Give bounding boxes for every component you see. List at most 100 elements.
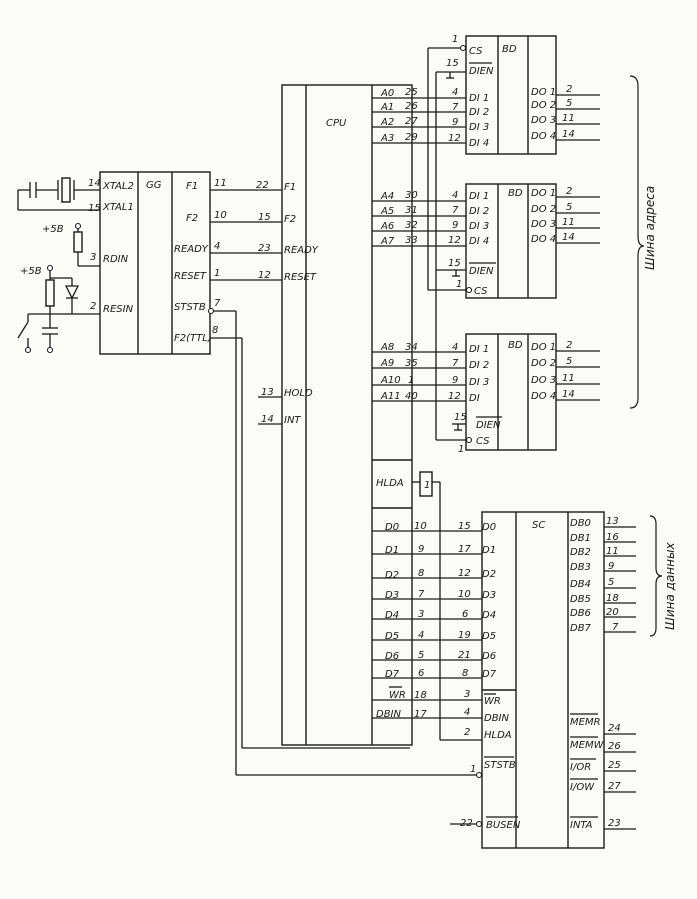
cpu-addr-num-32: 32 [405,220,418,231]
sc-right-num-24: 24 [608,723,621,734]
gg-num-3: 3 [90,252,96,263]
cpu-addr-a3: A3 [380,133,394,144]
chip-sc: SC D0 D1 D2 D3 D4 D5 D6 D7 WR DBIN HLDA … [450,511,636,849]
sc-right-num-13: 13 [606,516,619,527]
power-label-1: +5В [42,224,64,235]
cpu-data-d3: D3 [385,590,399,601]
bd1-in-num-9: 9 [452,117,458,128]
sc-right-num-23: 23 [608,818,621,829]
cpu-addr-num-31: 31 [405,205,418,216]
cpu-addr-num-26: 26 [405,101,418,112]
sc-left-num-15: 15 [458,521,471,532]
cpu-pin-f1: F1 [284,182,296,193]
bd3-out-num-2: 2 [566,340,572,351]
data-wires [372,530,482,719]
sc-right-inta: INTA [570,820,593,831]
gg-num-1: 1 [214,268,220,279]
bd3-in-num-7: 7 [452,358,459,369]
bd1-in-num-7: 7 [452,102,459,113]
sc-left-num-12: 12 [458,568,471,579]
bd3-out-2: DO 2 [531,358,556,369]
cpu-addr-a5: A5 [380,206,394,217]
cpu-pin-int: INT [284,415,301,426]
sc-right-num-5: 5 [608,577,614,588]
bd3-out-num-11: 11 [562,373,575,384]
sc-left-d2: D2 [482,569,496,580]
sc-right-db3: DB3 [570,562,591,573]
bd2-in-num-7: 7 [452,205,459,216]
gg-cpu-wires [210,189,482,776]
chip-bd3-body [465,333,557,451]
gg-pin-f1: F1 [186,181,198,192]
sc-left-num-2: 2 [464,727,470,738]
bd1-num-cs: 1 [452,34,458,45]
sc-right-num-9: 9 [608,561,614,572]
sc-right-num-26: 26 [608,741,621,752]
sc-left-busen: BUSEN [486,820,521,831]
sc-left-num-8: 8 [462,668,468,679]
cpu-addr-a10: A10 [380,375,401,386]
bd2-pin-dien: DIEN [469,266,494,277]
rdin-pullup: +5В [42,222,100,267]
bd1-out-num-5: 5 [566,98,572,109]
cpu-data-d7: D7 [385,669,400,680]
cpu-addr-a1: A1 [380,102,394,113]
sc-left-dbin: DBIN [484,713,510,724]
bd1-in-4: DI 4 [469,138,489,149]
reset-network: +5В [17,264,100,354]
bd2-out-num-11: 11 [562,217,575,228]
sc-left-d5: D5 [482,631,496,642]
cpu-addr-num-40: 40 [405,391,418,402]
sc-left-d1: D1 [482,545,496,556]
address-wires [372,97,466,402]
chip-sc-title: SC [532,520,545,531]
bd2-out-num-5: 5 [566,202,572,213]
bd3-out-num-14: 14 [562,389,575,400]
sc-right-memr: MEMR [570,717,601,728]
bd2-out-num-2: 2 [566,186,572,197]
sc-right-db4: DB4 [570,579,591,590]
gg-pin-reset: RESET [174,271,207,282]
bd2-out-1: DO 1 [531,188,556,199]
bd1-pin-cs: CS [469,46,483,57]
cpu-data-wr: WR [389,690,406,701]
bd3-out-4: DO 4 [531,391,556,402]
cpu-num-14: 14 [261,414,274,425]
gg-pin-ready: READY [174,244,209,255]
sc-left-d0: D0 [482,522,496,533]
bd1-in-num-4: 4 [452,87,458,98]
data-bus-label: Шина данных [663,542,677,630]
bd1-out-2: DO 2 [531,100,556,111]
sc-left-ststb: STSTB [484,760,516,771]
chip-bd3-title: BD [508,340,523,351]
bd2-in-4: DI 4 [469,236,489,247]
sc-right-db1: DB1 [570,533,591,544]
bd3-out-3: DO 3 [531,375,556,386]
bd2-num-cs: 1 [456,279,462,290]
cpu-pin-hold: HOLD [284,388,313,399]
chip-bd2: BD DI 1 DI 2 DI 3 DI 4 4 7 9 12 DO 1 DO … [436,183,600,299]
gg-num-4: 4 [214,241,220,252]
cpu-data-num-5: 5 [418,650,424,661]
address-bus-brace [629,75,645,409]
chip-gg-title: GG [146,180,162,191]
address-bus: Шина адреса [629,75,657,409]
bd3-out-1: DO 1 [531,342,556,353]
sc-right-num-18: 18 [606,593,619,604]
bd1-in-2: DI 2 [469,107,489,118]
bd3-num-cs: 1 [458,444,464,455]
switch-icon [17,321,29,339]
resistor-icon [73,231,83,253]
sc-left-num-21: 21 [458,650,471,661]
cpu-data-num-8: 8 [418,568,424,579]
gg-num-8: 8 [212,325,218,336]
resistor-icon [45,279,55,307]
sc-right-db7: DB7 [570,623,592,634]
cpu-addr-a6: A6 [380,221,394,232]
gg-pin-xtal1: XTAL1 [102,202,134,213]
cpu-addr-num-34: 34 [405,342,418,353]
chip-cpu: CPU F1 F2 READY RESET HOLD INT 22 15 23 … [256,84,440,746]
sc-left-d3: D3 [482,590,496,601]
cpu-addr-a0: A0 [380,88,394,99]
